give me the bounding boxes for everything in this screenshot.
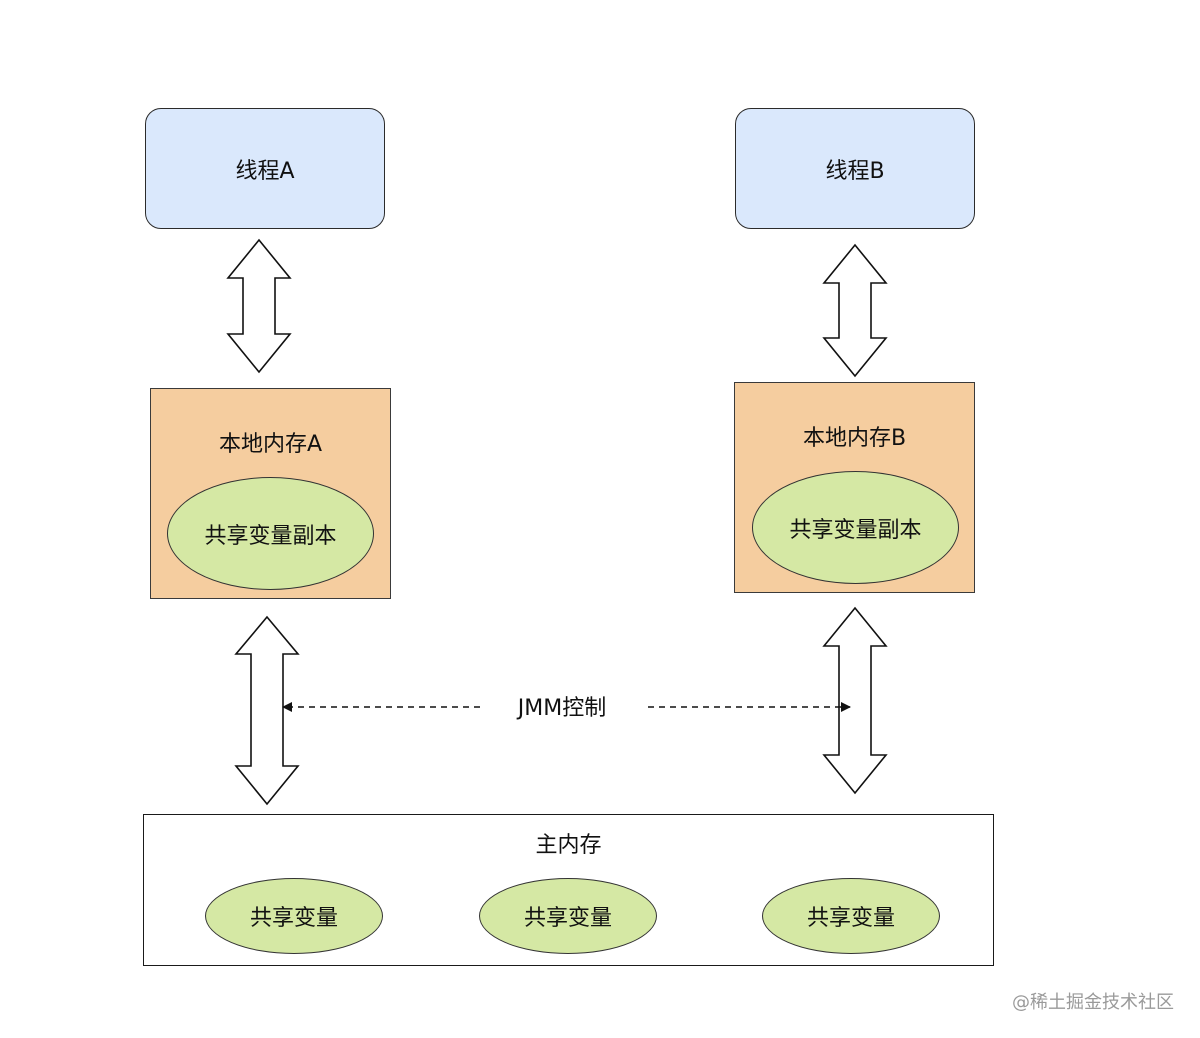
- watermark: @稀土掘金技术社区: [1012, 992, 1174, 1013]
- double-arrow-local-b-main: [822, 606, 888, 795]
- local-memory-b-label: 本地内存B: [802, 426, 907, 451]
- main-shared-variable-2-label: 共享变量: [523, 906, 612, 931]
- thread-b-label: 线程B: [825, 158, 885, 184]
- thread-a-box: 线程A: [145, 108, 385, 229]
- double-arrow-local-a-main: [234, 615, 300, 806]
- main-shared-variable-3-label: 共享变量: [806, 906, 895, 931]
- jmm-control-label: JMM控制: [517, 696, 607, 721]
- main-memory-label: 主内存: [535, 833, 602, 858]
- local-memory-a-label: 本地内存A: [218, 432, 323, 457]
- main-shared-variable-3: 共享变量: [762, 878, 940, 954]
- local-a-shared-copy: 共享变量副本: [167, 477, 374, 590]
- main-shared-variable-2: 共享变量: [479, 878, 657, 954]
- main-shared-variable-1: 共享变量: [205, 878, 383, 954]
- thread-a-label: 线程A: [235, 158, 295, 184]
- double-arrow-thread-a-local-a: [226, 238, 292, 374]
- local-a-shared-copy-label: 共享变量副本: [204, 523, 337, 549]
- thread-b-box: 线程B: [735, 108, 975, 229]
- local-b-shared-copy: 共享变量副本: [752, 471, 959, 584]
- local-b-shared-copy-label: 共享变量副本: [789, 517, 922, 543]
- main-shared-variable-1-label: 共享变量: [249, 906, 338, 931]
- double-arrow-thread-b-local-b: [822, 243, 888, 378]
